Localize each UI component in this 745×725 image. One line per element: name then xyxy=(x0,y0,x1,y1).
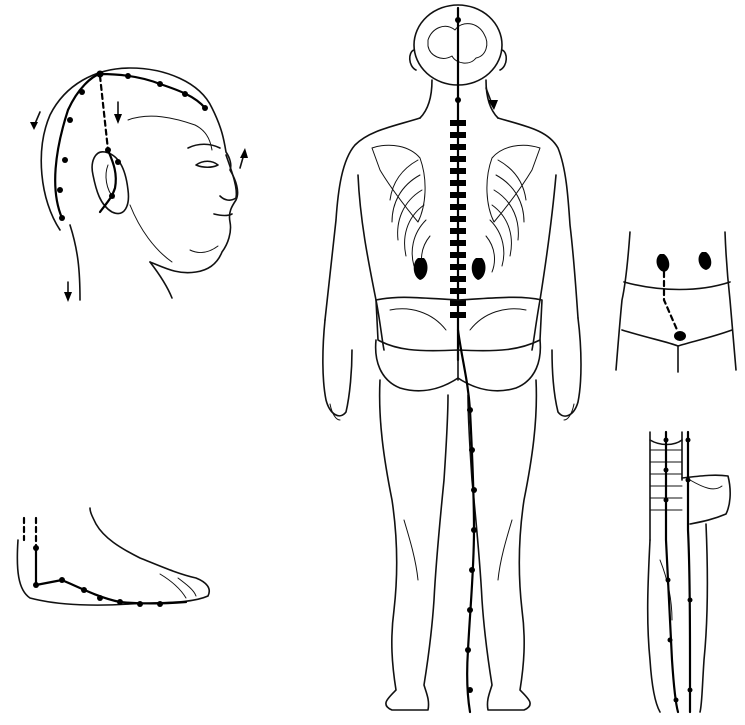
hip-outline xyxy=(682,475,730,524)
head-meridian-dashed xyxy=(100,76,108,150)
kidney-right xyxy=(472,258,486,280)
nose xyxy=(220,155,236,200)
head-outline xyxy=(41,68,237,273)
eye xyxy=(196,161,218,167)
left-leg xyxy=(380,380,448,710)
mouth xyxy=(214,214,232,216)
ear xyxy=(92,152,128,214)
eyebrow xyxy=(188,144,220,148)
foot-side-view-panel xyxy=(17,508,209,607)
leg-meridian-line xyxy=(458,330,474,712)
neck-back-line xyxy=(70,225,80,300)
neck-front-line xyxy=(150,262,172,298)
lower-abdomen-front-view-panel xyxy=(616,232,736,372)
full-body-back-view-panel xyxy=(323,5,581,712)
right-leg xyxy=(468,380,536,710)
hip-and-leg-side-view-panel xyxy=(648,432,730,712)
abdomen-point-left xyxy=(657,254,670,272)
abdomen-center-point xyxy=(674,331,686,341)
kidney-left xyxy=(414,258,428,280)
abdomen-point-right xyxy=(699,252,712,270)
spine xyxy=(450,8,466,360)
abdomen-dashed-path xyxy=(664,272,678,332)
head-side-view-panel xyxy=(30,68,248,302)
waistband xyxy=(624,282,730,290)
